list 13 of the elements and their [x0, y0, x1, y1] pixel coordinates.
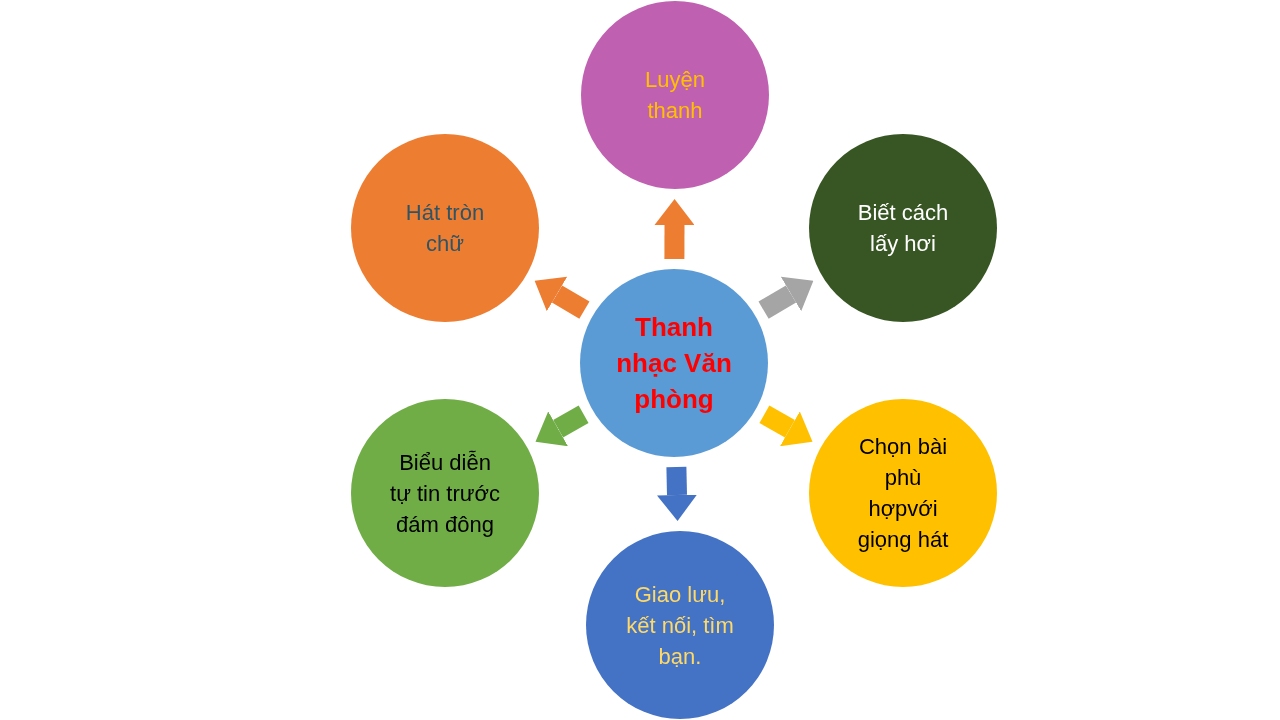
- node-label: Hát tròn chữ: [404, 199, 486, 258]
- node-label: Chọn bài phù hợpvới giọng hát: [856, 433, 950, 554]
- block-arrow: [534, 276, 590, 319]
- node-label: Giao lưu, kết nối, tìm bạn.: [625, 580, 735, 671]
- node-label: Biểu diễn tự tin trước đám đông: [389, 448, 501, 539]
- node-label: Thanh nhạc Văn phòng: [615, 311, 733, 416]
- node-label: Biết cách lấy hơi: [856, 199, 950, 258]
- block-arrow: [759, 405, 813, 447]
- block-arrow: [758, 276, 814, 319]
- node-label: Luyện thanh: [644, 66, 706, 125]
- block-arrow: [535, 405, 589, 447]
- block-arrow: [654, 199, 695, 260]
- block-arrow: [657, 466, 697, 521]
